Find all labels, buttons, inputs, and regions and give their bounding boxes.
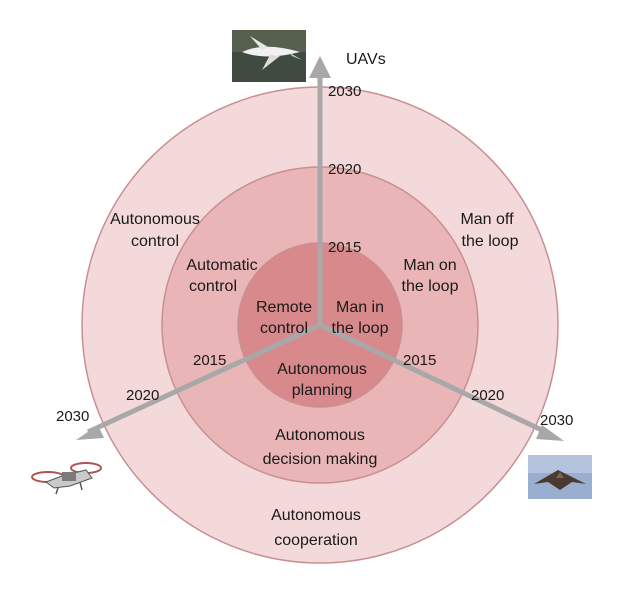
inner-left-label-line1: Remote [256, 299, 312, 316]
outer-right-label-line2: the loop [462, 233, 519, 250]
middle-bottom-label-line2: decision making [263, 451, 378, 468]
year-left-2020: 2020 [126, 387, 159, 404]
fixed-wing-uav-icon [232, 30, 306, 82]
inner-bottom-label-line1: Autonomous [277, 361, 367, 378]
year-left-2015: 2015 [193, 352, 226, 369]
left-axis [86, 322, 322, 435]
inner-right-label-line2: the loop [332, 320, 389, 337]
middle-right-label-line1: Man on [403, 257, 456, 274]
flying-wing-uav-icon [528, 455, 592, 499]
outer-bottom-label-line2: cooperation [274, 532, 358, 549]
year-right-2015: 2015 [403, 352, 436, 369]
outer-right-label-line1: Man off [460, 211, 514, 228]
middle-left-label-line1: Automatic [186, 257, 257, 274]
year-vertical-2015: 2015 [328, 239, 361, 256]
outer-bottom-label-line1: Autonomous [271, 507, 361, 524]
right-axis [318, 322, 550, 436]
right-axis-arrow [536, 425, 564, 441]
vertical-axis-arrow [309, 56, 331, 78]
quadcopter-uav-icon [31, 462, 102, 495]
year-vertical-2030: 2030 [328, 83, 361, 100]
middle-bottom-label-line1: Autonomous [275, 427, 365, 444]
outer-left-label-line2: control [131, 233, 179, 250]
year-right-2020: 2020 [471, 387, 504, 404]
middle-left-label-line2: control [189, 278, 237, 295]
axis-title: UAVs [346, 51, 386, 68]
left-axis-arrow [76, 425, 104, 440]
year-vertical-2020: 2020 [328, 161, 361, 178]
inner-bottom-label-line2: planning [292, 382, 353, 399]
middle-right-label-line2: the loop [402, 278, 459, 295]
outer-left-label-line1: Autonomous [110, 211, 200, 228]
year-right-2030: 2030 [540, 412, 573, 429]
inner-right-label-line1: Man in [336, 299, 384, 316]
inner-left-label-line2: control [260, 320, 308, 337]
year-left-2030: 2030 [56, 408, 89, 425]
